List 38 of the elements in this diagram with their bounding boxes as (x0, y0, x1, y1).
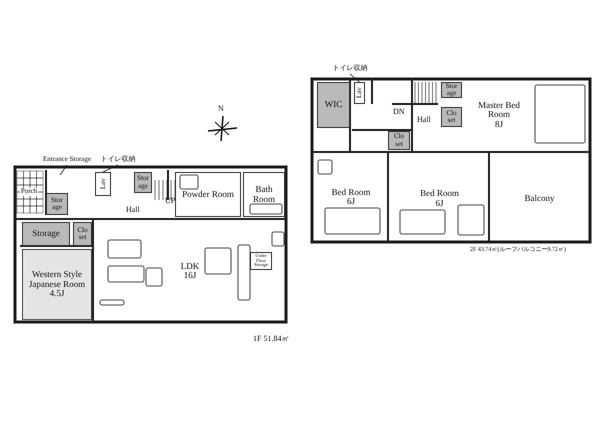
room-label: Bath Room (252, 185, 276, 204)
storage-room (317, 82, 350, 128)
room (243, 172, 285, 217)
storage-room (441, 107, 462, 127)
room-label: Western Style Japanese Room (28, 270, 86, 290)
room-label: Balcony (524, 194, 554, 204)
room-label: 8J (494, 120, 503, 130)
room-label: LDK (180, 262, 200, 271)
area-label: UP (165, 196, 176, 205)
storage-room (73, 222, 92, 246)
room-label: 6J (346, 197, 355, 206)
leader-line (60, 164, 68, 176)
room-label: Storage (32, 229, 60, 239)
area-label: Hall (126, 205, 140, 214)
floor-area-note: 1F 51.84㎡ (253, 333, 290, 344)
room (175, 172, 241, 217)
floor-storage-hatch (250, 252, 272, 270)
room-label: Master Bed Room (477, 100, 521, 120)
north-label: N (218, 104, 224, 113)
room-label: Bed Room (420, 189, 459, 198)
room-label: 16J (184, 271, 196, 280)
room-label: Bed Room (332, 188, 370, 197)
room (22, 249, 92, 320)
room (95, 172, 111, 196)
storage-room (134, 172, 152, 193)
storage-room (388, 131, 410, 150)
room-label: Powder Room (182, 190, 234, 200)
room-label: 4.5J (50, 289, 64, 299)
room (354, 82, 365, 104)
storage-room (46, 193, 68, 215)
area-label: DN (393, 107, 405, 116)
storage-room (441, 82, 462, 98)
room-label: 6J (435, 198, 444, 208)
area-label: Hall (417, 115, 431, 124)
leader-line (350, 74, 360, 82)
storage-room (22, 222, 70, 246)
room-label: WIC (324, 100, 342, 110)
leader-line (102, 164, 118, 172)
